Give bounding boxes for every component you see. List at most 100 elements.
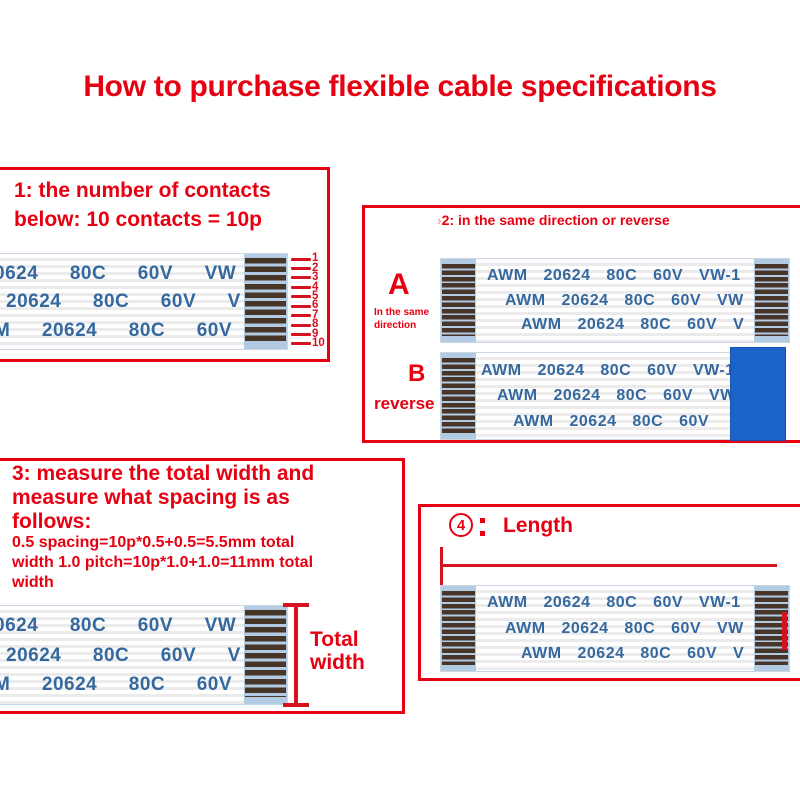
total-width-bracket-stem	[294, 603, 298, 707]
reverse-stiffener-patch	[730, 347, 786, 441]
connector-end	[441, 586, 476, 671]
cable-print-row: AWM 20624 80C 60V V	[521, 316, 745, 334]
section3-heading-line2: measure what spacing is as	[12, 486, 290, 509]
label-a: A	[388, 268, 410, 301]
contact-bars	[245, 610, 286, 697]
section3-formula-line2: width 1.0 pitch=10p*1.0+1.0=11mm total	[12, 554, 314, 571]
tick-row: 9	[291, 327, 331, 340]
tick-number: 6	[312, 299, 319, 312]
section1-heading-line2: below: 10 contacts = 10p	[14, 208, 263, 231]
cable-print-row: AWM 20624 80C 60V VW-1	[481, 361, 735, 379]
cable-print-row: AWM 20624 80C 60V VW	[497, 387, 736, 404]
tick-row: 4	[291, 280, 331, 293]
contact-bars	[442, 264, 475, 336]
cable-print-row: AWM 20624 80C 60V VW	[505, 619, 744, 637]
tick-line	[291, 295, 311, 299]
colon-dot-bottom	[480, 531, 485, 536]
tick-row: 8	[291, 318, 331, 331]
contact-number-ticks: 1 2 3 4 5 6 7 8 9 10	[291, 252, 331, 350]
section3-formula: 0.5 spacing=10p*0.5+0.5=5.5mm total widt…	[12, 533, 313, 593]
tick-line	[291, 304, 311, 308]
colon-dot-top	[480, 518, 485, 523]
tick-row: 2	[291, 261, 331, 274]
tick-line	[291, 276, 311, 280]
section3-box	[0, 458, 405, 714]
circled-4-badge: 4	[449, 513, 473, 537]
label-a-caption-line2: direction	[374, 320, 417, 331]
cable-print-row: M 20624 80C 60V	[0, 319, 232, 341]
label-b: B	[408, 360, 426, 387]
contact-bars	[442, 358, 475, 433]
label-a-caption: In the same direction	[374, 306, 429, 332]
cable-print-row: AWM 20624 80C 60V VW-1	[487, 594, 741, 612]
label-b-caption: reverse	[374, 394, 435, 413]
total-width-label-line1: Total	[310, 628, 359, 651]
tick-number: 4	[312, 280, 319, 293]
tick-number: 2	[312, 261, 319, 274]
tick-line	[291, 314, 311, 318]
section4-cable-image: AWM 20624 80C 60V VW-1 AWM 20624 80C 60V…	[440, 585, 790, 672]
tick-number: 9	[312, 327, 319, 340]
contact-bars	[755, 264, 788, 336]
tick-row: 1	[291, 252, 331, 265]
cable-print-row: 0624 80C 60V VW	[0, 615, 237, 637]
tick-number: 3	[312, 271, 319, 284]
tick-number: 5	[312, 290, 319, 302]
connector-end	[244, 254, 287, 349]
total-width-label: Total width	[310, 628, 365, 674]
connector-end	[244, 606, 287, 704]
contact-bars	[442, 591, 475, 665]
tick-row: 3	[291, 271, 331, 284]
section1-cable-image: 0624 80C 60V VW 20624 80C 60V V M 20624 …	[0, 253, 288, 350]
cable-print-row: 0624 80C 60V VW	[0, 262, 237, 284]
tick-line	[291, 342, 311, 346]
section3-heading-line3: follows:	[12, 510, 92, 533]
cable-print-row: AWM 20624 80C 60V	[513, 412, 710, 430]
tick-number: 10	[312, 337, 325, 350]
tick-row: 6	[291, 299, 331, 312]
connector-end	[441, 353, 476, 439]
section2-box	[362, 205, 800, 443]
length-label: Length	[503, 514, 573, 537]
tick-line	[291, 285, 311, 289]
tick-number: 1	[312, 252, 319, 265]
contact-bars	[245, 258, 286, 342]
section1-heading-line1: 1: the number of contacts	[14, 179, 271, 202]
tick-line	[291, 323, 311, 327]
tick-line	[291, 266, 311, 270]
connector-end	[754, 586, 789, 671]
connector-end	[754, 259, 789, 342]
section2-heading: ›2: in the same direction or reverse	[437, 212, 670, 228]
tick-line	[291, 257, 311, 261]
connector-end	[441, 259, 476, 342]
heading-prefix-mark: ›	[437, 212, 442, 228]
length-dimension-line	[441, 564, 777, 567]
cable-print-row: AWM 20624 80C 60V VW	[505, 291, 744, 309]
tick-row: 7	[291, 308, 331, 321]
label-a-caption-line1: In the same	[374, 307, 430, 318]
cable-print-row: AWM 20624 80C 60V V	[521, 644, 745, 662]
total-width-bracket-bottom	[283, 703, 309, 707]
page-title: How to purchase flexible cable specifica…	[83, 70, 717, 103]
tick-row: 5	[291, 290, 331, 302]
section3-formula-line1: 0.5 spacing=10p*0.5+0.5=5.5mm total	[12, 534, 295, 551]
section2-cable-b-image: AWM 20624 80C 60V VW-1 AWM 20624 80C 60V…	[440, 352, 785, 440]
cable-print-row: AWM 20624 80C 60V VW-1	[487, 266, 741, 284]
section3-formula-line3: width	[12, 574, 54, 591]
cable-print-row: 20624 80C 60V V	[6, 644, 241, 666]
tick-line	[291, 333, 311, 336]
cable-print-row: M 20624 80C 60V	[0, 673, 232, 695]
tick-row: 10	[291, 337, 331, 350]
section3-heading-line1: 3: measure the total width and	[12, 462, 315, 485]
length-dimension-right-tick	[782, 612, 787, 650]
tick-number: 7	[312, 308, 319, 321]
section1-box	[0, 167, 330, 362]
tick-number: 8	[312, 318, 319, 331]
total-width-label-line2: width	[310, 651, 365, 674]
cable-print-row: 20624 80C 60V V	[6, 291, 241, 312]
section1-heading: 1: the number of contacts below: 10 cont…	[14, 176, 271, 234]
section2-cable-a-image: AWM 20624 80C 60V VW-1 AWM 20624 80C 60V…	[440, 258, 790, 343]
section2-heading-text: 2: in the same direction or reverse	[441, 212, 670, 228]
section3-cable-image: 0624 80C 60V VW 20624 80C 60V V M 20624 …	[0, 605, 288, 705]
